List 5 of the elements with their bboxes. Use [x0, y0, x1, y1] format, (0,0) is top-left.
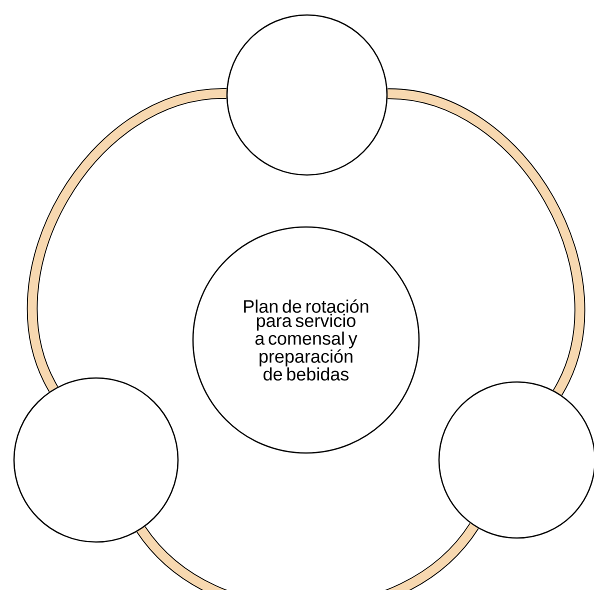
ring-arc — [387, 88, 585, 395]
circle — [13, 377, 179, 543]
ring-arc — [136, 522, 478, 590]
ring-arc — [27, 88, 227, 392]
circle — [226, 14, 388, 176]
